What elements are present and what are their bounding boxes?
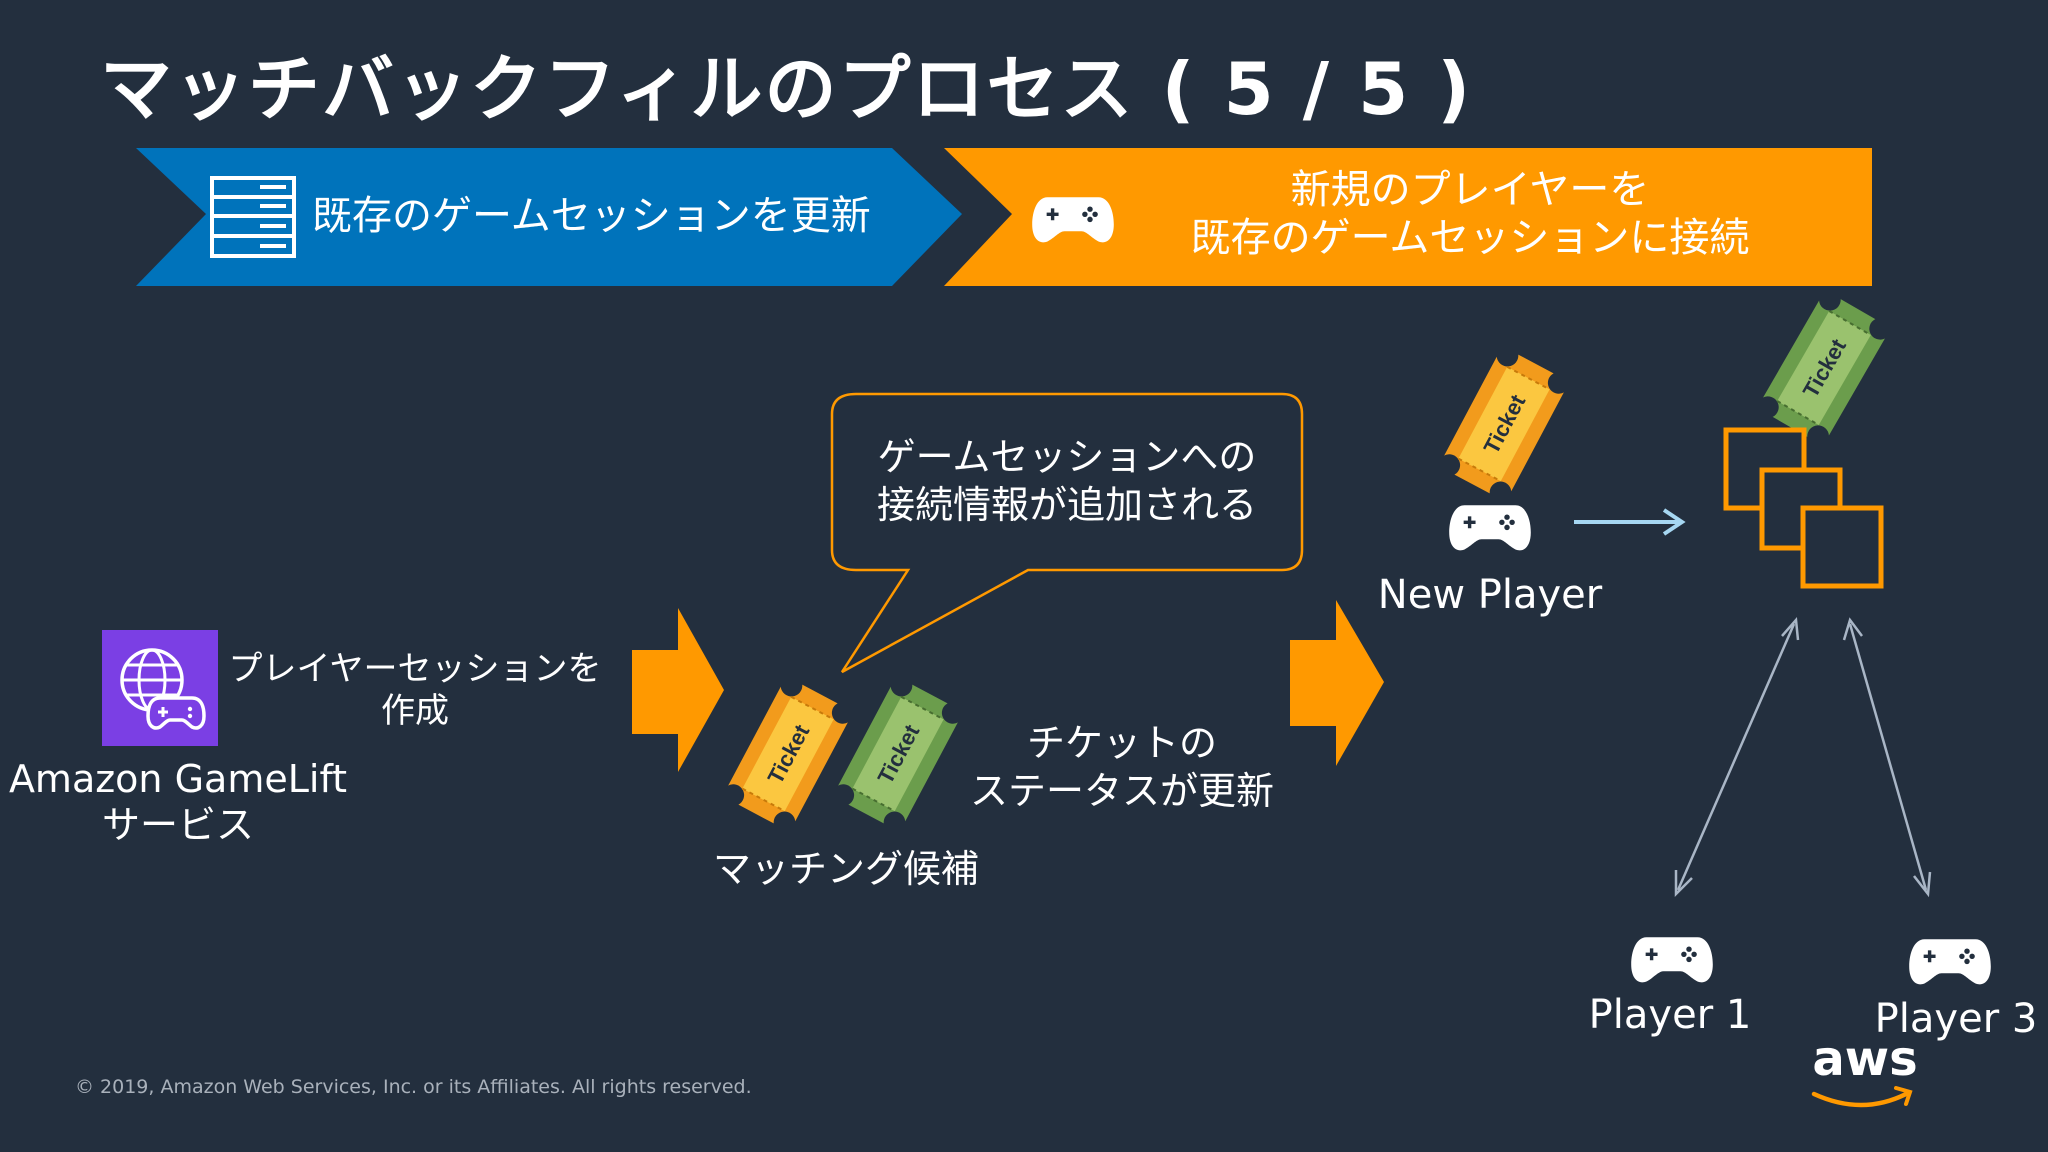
new-player-ticket: Ticket	[1438, 346, 1570, 502]
player3-label: Player 3	[1874, 996, 2038, 1042]
candidate-ticket-orange: Ticket	[722, 676, 854, 832]
candidates-label: マッチング候補	[712, 847, 979, 891]
game-session-icon	[1723, 427, 1884, 589]
status-line1: チケットの	[1026, 721, 1217, 765]
service-name-line1: Amazon GameLift	[8, 757, 348, 801]
status-line2: ステータスが更新	[969, 769, 1274, 813]
copyright: © 2019, Amazon Web Services, Inc. or its…	[75, 1076, 752, 1098]
service-name-line2: サービス	[101, 803, 254, 847]
candidate-ticket-green: Ticket	[832, 676, 964, 832]
aws-logo: aws	[1812, 1031, 1918, 1087]
player3-controller-icon	[1909, 939, 1991, 985]
flow-arrow-1	[632, 608, 724, 772]
flow-arrow-2	[1290, 600, 1384, 766]
server-list-icon	[210, 176, 296, 258]
step2-chevron	[944, 148, 1872, 286]
step2-label-line1: 新規のプレイヤーを	[1290, 167, 1650, 213]
session-ticket: Ticket	[1757, 290, 1891, 446]
speech-bubble	[830, 392, 1304, 674]
step2-label-line2: 既存のゲームセッションに接続	[1190, 215, 1750, 261]
player1-label: Player 1	[1588, 992, 1752, 1038]
step1-label: 既存のゲームセッションを更新	[312, 193, 871, 239]
service-caption: プレイヤーセッションを 作成	[228, 649, 602, 731]
new-player-label: New Player	[1377, 572, 1603, 618]
player1-controller-icon	[1631, 937, 1713, 983]
page-title: マッチバックフィルのプロセス ( 5 / 5 )	[100, 47, 1473, 131]
bubble-line2: 接続情報が追加される	[876, 483, 1257, 527]
join-arrow	[1574, 508, 1686, 536]
step1-chevron	[136, 148, 962, 286]
new-player-controller-icon	[1449, 505, 1531, 551]
bubble-line1: ゲームセッションへの	[877, 435, 1257, 479]
aws-smile-icon	[1811, 1091, 1909, 1108]
player3-connection	[1842, 617, 1932, 898]
gamelift-service-icon	[102, 630, 218, 746]
aws-smile-arrow	[1894, 1086, 1913, 1106]
player1-connection	[1674, 617, 1800, 898]
